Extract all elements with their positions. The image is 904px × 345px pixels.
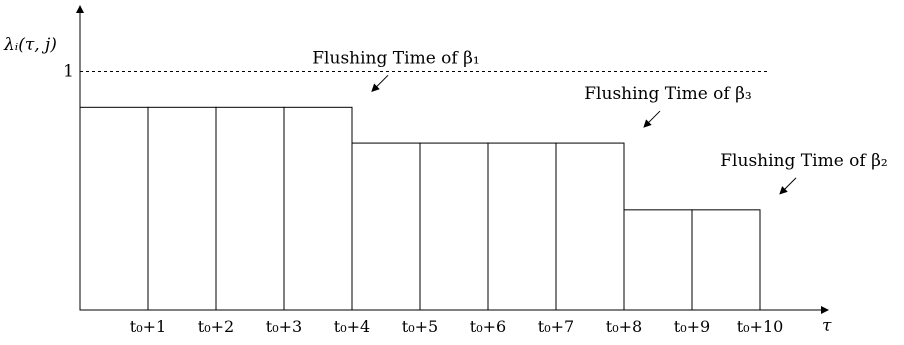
x-tick-label-10: t₀+10 bbox=[737, 317, 784, 336]
bar-2 bbox=[147, 106, 217, 311]
x-tick-label-5: t₀+5 bbox=[402, 317, 438, 336]
reference-line-label: 1 bbox=[63, 62, 74, 82]
bar-4 bbox=[283, 106, 353, 311]
annotation-label-1: Flushing Time of β₁ bbox=[312, 48, 479, 68]
annotation-label-3: Flushing Time of β₂ bbox=[720, 151, 887, 171]
x-tick-label-6: t₀+6 bbox=[470, 317, 506, 336]
y-axis-label: λᵢ(τ, j) bbox=[3, 35, 57, 55]
bar-8 bbox=[555, 142, 625, 311]
bar-1 bbox=[79, 106, 149, 311]
bar-3 bbox=[215, 106, 285, 311]
x-tick-label-3: t₀+3 bbox=[266, 317, 302, 336]
x-tick-label-4: t₀+4 bbox=[334, 317, 370, 336]
x-axis-label: τ bbox=[822, 316, 832, 336]
x-tick-label-7: t₀+7 bbox=[538, 317, 574, 336]
annotation-arrow-2 bbox=[643, 110, 661, 128]
bar-6 bbox=[419, 142, 489, 311]
x-tick-label-2: t₀+2 bbox=[198, 317, 234, 336]
bar-9 bbox=[623, 209, 693, 311]
x-tick-label-8: t₀+8 bbox=[606, 317, 642, 336]
annotations-group: Flushing Time of β₁ Flushing Time of β₃ Fl… bbox=[312, 48, 888, 195]
annotation-arrow-3 bbox=[779, 177, 797, 195]
annotation-arrow-1 bbox=[371, 74, 389, 93]
bars-group bbox=[79, 106, 761, 311]
bar-7 bbox=[487, 142, 557, 311]
bar-10 bbox=[691, 209, 761, 311]
x-tick-label-9: t₀+9 bbox=[674, 317, 710, 336]
x-tick-label-1: t₀+1 bbox=[130, 317, 166, 336]
tick-labels-group: t₀+1 t₀+2 t₀+3 t₀+4 t₀+5 t₀+6 t₀+7 t₀+8 t₀+9 t₀+1… bbox=[130, 317, 784, 336]
bar-5 bbox=[351, 142, 421, 311]
annotation-label-2: Flushing Time of β₃ bbox=[584, 84, 751, 104]
